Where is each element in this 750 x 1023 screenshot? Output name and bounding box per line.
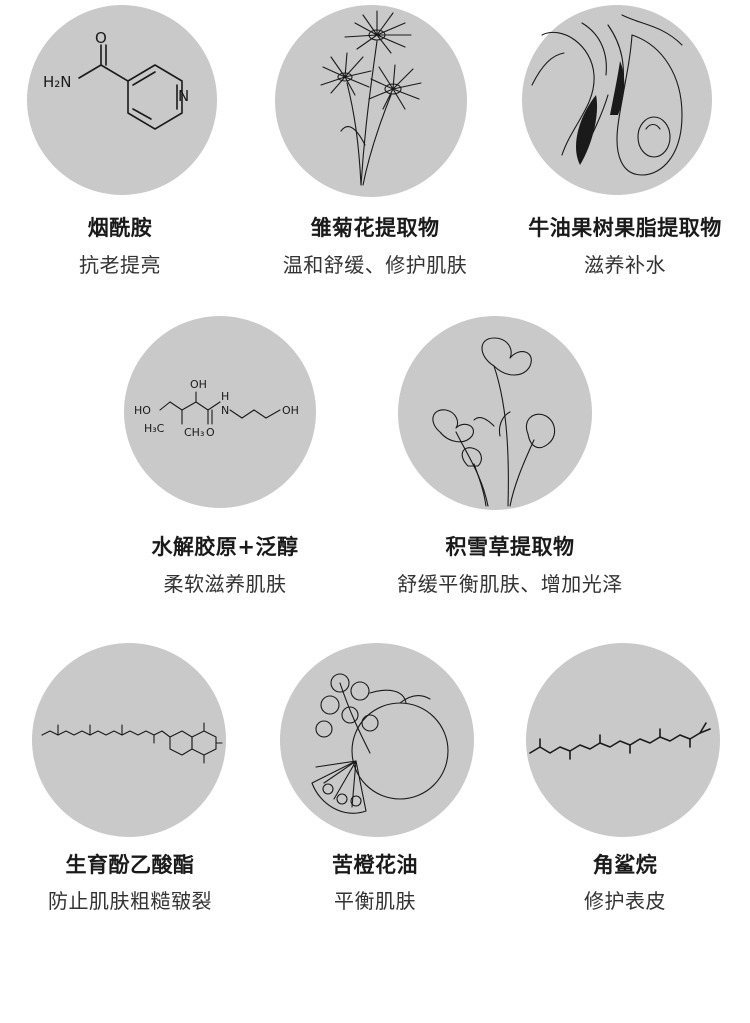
- avocado-icon: [531, 14, 683, 176]
- ingredient-name: 烟酰胺: [87, 216, 153, 240]
- ingredient-name: 生育酚乙酸酯: [65, 853, 195, 877]
- ingredient-image-circle: [280, 643, 474, 837]
- ingredient-image-circle: HO OH H₃C CH₃ O H N OH: [124, 316, 316, 508]
- ingredient-desc: 抗老提亮: [79, 253, 161, 277]
- ingredient-name: 角鲨烷: [592, 853, 658, 877]
- ingredient-card-daisy: 雏菊花提取物 温和舒缓、修护肌肤: [250, 0, 500, 290]
- oxygen-label: O: [95, 29, 107, 47]
- ingredient-card-bitter-orange: 苦橙花油 平衡肌肤: [250, 630, 500, 930]
- ingredient-desc: 柔软滋养肌肤: [163, 572, 287, 596]
- ch3-label: CH₃: [184, 426, 204, 439]
- ingredient-image-circle: [398, 316, 592, 510]
- oh-label: OH: [190, 378, 207, 391]
- ingredient-desc: 舒缓平衡肌肤、增加光泽: [397, 572, 623, 596]
- h-label: H: [221, 390, 229, 403]
- niacinamide-molecule-icon: O H₂N N: [43, 29, 189, 130]
- centella-leaf-icon: [432, 337, 556, 507]
- ingredient-name: 水解胶原+泛醇: [151, 535, 299, 559]
- ingredient-desc: 温和舒缓、修护肌肤: [282, 253, 468, 277]
- n-label: N: [221, 404, 229, 417]
- ingredient-desc: 滋养补水: [584, 253, 666, 277]
- ingredient-card-tocopheryl: 生育酚乙酸酯 防止肌肤粗糙皲裂: [0, 630, 260, 930]
- daisy-flower-icon: [320, 10, 422, 186]
- ingredient-image-circle: [522, 5, 712, 195]
- ingredient-name: 雏菊花提取物: [310, 216, 440, 240]
- h3c-label: H₃C: [144, 422, 165, 435]
- ingredient-card-niacinamide: O H₂N N 烟酰胺 抗老提亮: [0, 0, 240, 290]
- panthenol-molecule-icon: HO OH H₃C CH₃ O H N OH: [134, 378, 299, 439]
- nitrogen-label: N: [178, 87, 189, 105]
- oh-right-label: OH: [282, 404, 299, 417]
- ingredient-card-avocado: 牛油果树果脂提取物 滋养补水: [500, 0, 750, 290]
- ingredient-name: 积雪草提取物: [445, 535, 575, 559]
- bitter-orange-icon: [311, 673, 449, 814]
- ingredient-card-squalane: 角鲨烷 修护表皮: [500, 630, 750, 930]
- amine-label: H₂N: [43, 73, 72, 91]
- ingredient-image-circle: O H₂N N: [27, 5, 217, 195]
- tocopheryl-molecule-icon: [41, 722, 223, 764]
- o-label: O: [206, 426, 215, 439]
- ingredient-image-circle: [275, 5, 467, 197]
- ingredient-name: 牛油果树果脂提取物: [528, 216, 722, 240]
- ingredient-card-centella: 积雪草提取物 舒缓平衡肌肤、增加光泽: [360, 300, 660, 600]
- ho-label: HO: [134, 404, 151, 417]
- squalane-chain-icon: [529, 722, 711, 760]
- ingredient-image-circle: [32, 643, 226, 837]
- ingredient-desc: 修护表皮: [584, 889, 666, 913]
- ingredient-desc: 防止肌肤粗糙皲裂: [48, 889, 212, 913]
- ingredient-image-circle: [526, 643, 720, 837]
- ingredient-card-panthenol: HO OH H₃C CH₃ O H N OH 水解胶原+泛醇 柔软滋养肌肤: [100, 300, 350, 600]
- ingredient-desc: 平衡肌肤: [334, 889, 416, 913]
- ingredient-name: 苦橙花油: [332, 853, 418, 877]
